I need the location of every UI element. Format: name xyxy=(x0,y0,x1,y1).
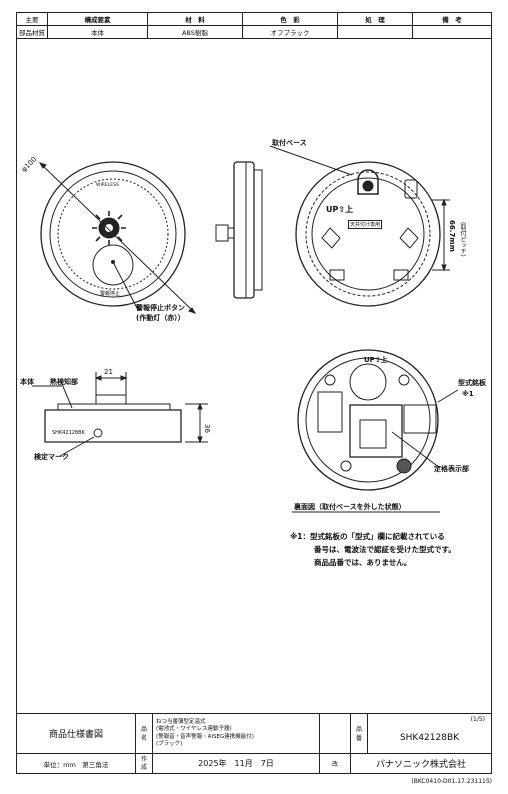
side-elevation-view xyxy=(32,372,208,457)
sakusei-label-top: 作 xyxy=(140,755,147,763)
sakusei-label: 作 成 xyxy=(135,753,153,774)
company-name: パナソニック株式会社 xyxy=(350,753,492,774)
product-line-1: ねつ当番薄型定温式 xyxy=(156,718,206,725)
nameplate-label: 型式銘板 xyxy=(458,379,486,387)
document-code: (BKC0410-D01.17.231115) xyxy=(411,778,492,785)
hin-label-top: 品 xyxy=(140,725,147,733)
back-view xyxy=(292,349,459,513)
ban-label-top: 品 xyxy=(355,725,362,733)
product-line-3: (警報音・音声警報・AISEG連携機能付) xyxy=(156,733,254,740)
side-profile-view xyxy=(215,161,263,299)
material-table-row: 部品材質 本体 ABS樹脂 オフブラック xyxy=(16,25,492,39)
tenjo-label: 天井付け専用 xyxy=(348,220,383,229)
sensor-label: 熱検知部 xyxy=(50,378,78,386)
mounting-pitch-note: (取付ピッチ) xyxy=(459,222,466,257)
front-view xyxy=(38,161,197,314)
hin-label: 品 名 xyxy=(135,713,153,754)
mounting-pitch-value: 66.7mm xyxy=(448,220,456,252)
cell-remarks xyxy=(412,25,492,39)
inspection-mark-label: 検定マーク xyxy=(34,453,69,461)
stop-button-callout: 警報停止ボタン xyxy=(136,304,185,312)
product-line-2: (電池式・ワイヤレス連動子器) xyxy=(156,726,232,732)
sakusei-label-bottom: 成 xyxy=(140,763,147,771)
back-up-label: UP⇧上 xyxy=(364,356,388,364)
width-dimension: 21 xyxy=(104,368,113,376)
creation-date: 2025年 11月 7日 xyxy=(152,753,320,774)
height-dimension: 36 xyxy=(203,424,211,433)
base-title: 取付ベース xyxy=(272,139,307,147)
wireless-text: WIRELESS xyxy=(96,183,119,188)
stop-text: 警報停止 xyxy=(100,291,121,297)
revision-label: 改 xyxy=(319,753,351,774)
product-name: ねつ当番薄型定温式 (電池式・ワイヤレス連動子器) (警報音・音声警報・AISE… xyxy=(152,713,320,754)
nameplate-note-ref: ※1 xyxy=(462,390,474,398)
model-band: SHK42128BK xyxy=(52,430,85,436)
cell-color: オフブラック xyxy=(242,25,338,39)
hin-label-bottom: 名 xyxy=(140,734,147,742)
page-number: (1/5) xyxy=(470,716,485,723)
material-table: 主要 構成要素 材 料 色 彩 処 理 備 考 部品材質 本体 ABS樹脂 オフ… xyxy=(16,12,492,39)
base-view xyxy=(269,145,450,307)
material-table-header-row: 主要 構成要素 材 料 色 彩 処 理 備 考 xyxy=(16,12,492,26)
ban-label: 品 番 xyxy=(350,713,368,754)
spacer-cell xyxy=(319,713,351,754)
ban-label-bottom: 番 xyxy=(355,734,362,742)
model-cell: (1/5) SHK42128BK xyxy=(367,713,492,754)
rating-label: 定格表示部 xyxy=(434,465,469,473)
stop-button-callout-sub: (作動灯（赤）） xyxy=(136,314,185,322)
base-up-label: UP⇧上 xyxy=(326,205,354,214)
note-line-1: ※1：型式銘板の「型式」欄に記載されている xyxy=(290,532,445,541)
note-line-2: 番号は、電波法で認証を受けた型式です。 xyxy=(314,545,456,554)
note-line-3: 商品品番では、ありません。 xyxy=(314,558,412,567)
product-line-4: (ブラック) xyxy=(156,741,183,747)
body-label: 本体 xyxy=(20,378,34,386)
unit-projection: 単位：mm 第三角法 xyxy=(16,753,136,774)
doc-title: 商品仕様書図 xyxy=(16,713,136,754)
title-block: 商品仕様書図 品 名 ねつ当番薄型定温式 (電池式・ワイヤレス連動子器) (警報… xyxy=(16,713,492,774)
model-number: SHK42128BK xyxy=(399,732,460,743)
back-view-caption: 裏面図（取付ベースを外した状態） xyxy=(294,503,406,511)
